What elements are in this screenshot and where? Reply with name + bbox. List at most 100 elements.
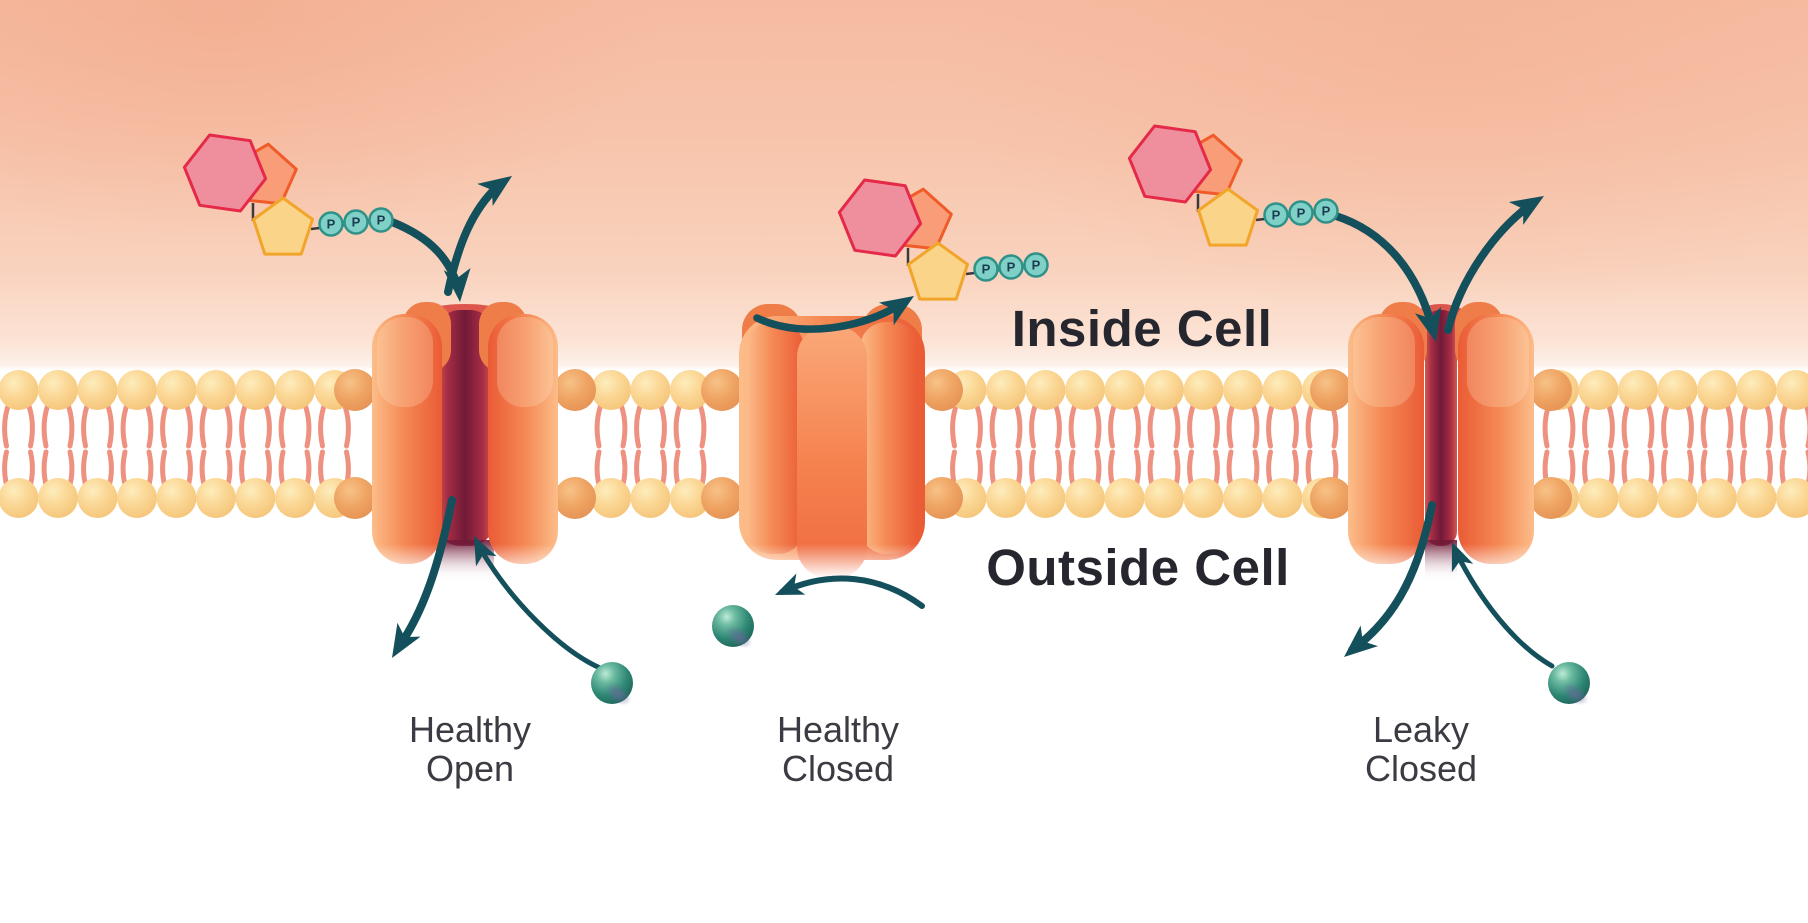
arrow-curve [1332,212,1437,334]
caption-line-2: Closed [1364,748,1478,789]
lipid-head [1578,478,1619,518]
caption-line-1: Healthy [776,709,900,750]
lipid-tail [143,399,154,449]
lipid-head [1657,478,1698,518]
lobe-highlight [377,317,433,407]
lipid-tail [278,399,289,449]
lipid-head [196,370,236,410]
inside-cell-label: Inside Cell [1011,300,1273,357]
transport-arrow [444,176,512,296]
lipid-head-shaded [554,369,596,411]
channel-healthy-closed [701,304,963,578]
channel-leaky-closed [1310,302,1572,585]
lipid-head [670,478,710,518]
caption-healthy-closed: Healthy Closed [777,710,899,788]
arrowhead [474,536,497,567]
lipid-tail [950,399,960,449]
ion-sphere [1548,662,1590,706]
caption-line-1: Leaky [1372,709,1470,750]
lipid-head [1104,478,1145,518]
lipid-tail [1700,399,1711,449]
lipid-tail [104,399,114,449]
phosphate-label: P [982,262,991,277]
lipid-head [591,478,631,518]
lipid-head [1104,370,1145,410]
arrowhead [1508,196,1544,225]
lipid-head [986,370,1026,410]
arrow-curve [444,182,502,296]
lipid-head [1065,478,1105,518]
arrow-curve [1453,549,1555,669]
caption-line-1: Healthy [408,709,532,750]
lipid-head [1736,370,1777,410]
lipid-head [1618,478,1658,518]
caption-line-2: Closed [781,748,895,789]
right-lobe [488,314,558,564]
lipid-head [630,370,671,410]
arrow-curve [1348,501,1436,654]
lipid-head-shaded [701,369,743,411]
lipid-head [275,478,315,518]
right-lobe [1458,314,1534,564]
phosphate-circle [1288,200,1314,226]
lobe-highlight [1467,317,1529,407]
phosphate-label: P [1272,208,1281,223]
ribose-pentagon [252,196,314,256]
phosphate-label: P [1322,204,1331,219]
outside-cell-label: Outside Cell [986,539,1290,596]
left-ridge [746,322,804,554]
lipid-head [235,478,276,518]
arrow-curve [753,298,909,333]
lipid-tail [594,399,605,449]
lipid-head [1183,478,1224,518]
arrowhead [1451,542,1474,573]
open-pore [436,310,494,546]
transport-arrow [1451,542,1555,669]
lipid-head [235,370,276,410]
lipid-tail [120,399,131,449]
phosphate-circle [998,254,1024,280]
channel-proteins [334,302,1572,585]
arrowhead [1344,625,1378,657]
phosphate-circle [1023,252,1049,278]
lipid-head [630,478,671,518]
phosphate-label: P [327,217,336,232]
lipid-head [1223,370,1263,410]
lipid-head [986,478,1026,518]
lipid-tail [696,399,707,449]
lipid-head [1144,370,1184,410]
transport-arrow [1444,196,1544,334]
right-ridge [860,322,918,554]
lipid-bilayer [0,370,1808,518]
arrowhead [775,573,806,595]
lipid-head [1657,370,1698,410]
arrowhead [1414,306,1442,342]
phosphate-circle [1313,198,1339,224]
lipid-tail [1723,399,1734,449]
phosphate-label: P [352,215,361,230]
lipid-head [1025,478,1066,518]
transport-arrows [388,176,1555,671]
transport-arrow [775,573,925,609]
lipid-head [1183,370,1224,410]
lipid-tail [160,399,170,449]
lipid-tail [183,399,193,449]
lipid-tail [1266,399,1276,449]
lipid-head [196,478,236,518]
lipid-tail [657,399,667,449]
lipid-tail [2,399,12,449]
lipid-tail [1029,399,1039,449]
ion-shadow [1561,682,1589,706]
channel-healthy-open [334,302,596,585]
lipid-head [1262,478,1303,518]
lipid-head [1776,370,1808,410]
lipid-tail [1147,399,1158,449]
lipid-tail [25,399,35,449]
lipid-head-shaded [1310,369,1352,411]
lipid-head [38,370,78,410]
lipid-head-shaded [921,369,963,411]
lipid-tail [1763,399,1773,449]
lipid-tail [1740,399,1750,449]
